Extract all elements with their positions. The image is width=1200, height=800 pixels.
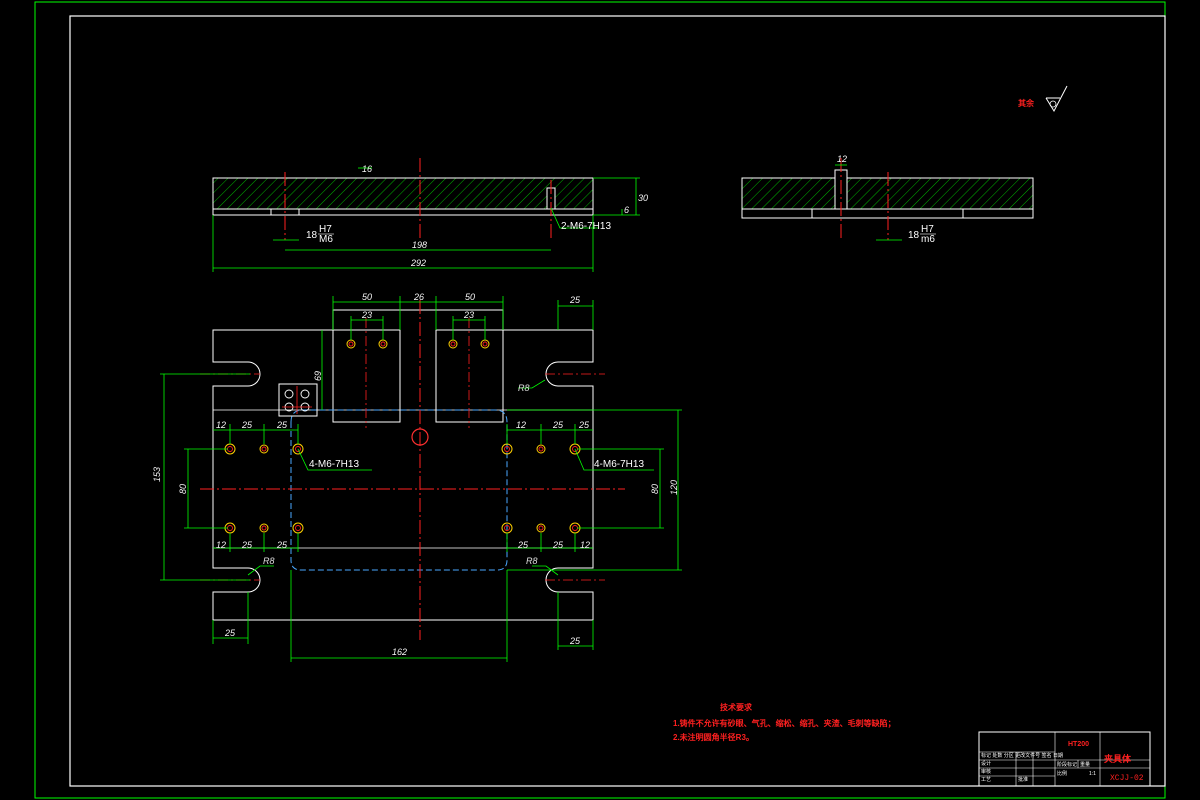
dim-25-bl1: 25 (241, 540, 253, 550)
tb-row-4: 批准 (1018, 776, 1028, 783)
roughness-symbol: 其余 (1018, 85, 1068, 113)
tb-material: HT200 (1068, 741, 1089, 748)
dim-25-tl1: 25 (241, 420, 253, 430)
notes-heading: 技术要求 (720, 702, 753, 712)
dim-12-br: 12 (580, 540, 590, 550)
dim-25-bottom-right: 25 (569, 636, 581, 646)
dim-12-bl: 12 (216, 540, 226, 550)
dim-16: 16 (362, 164, 372, 174)
dim-25-tl2: 25 (276, 420, 288, 430)
dim-r8-bottom-left: R8 (263, 556, 275, 566)
tb-drawing-number: XCJJ-02 (1110, 774, 1144, 783)
dim-292: 292 (410, 258, 426, 268)
outer-frame (34, 1, 1166, 799)
tb-row-1: 设计 (981, 760, 991, 767)
callout-2-m6: 2-M6-7H13 (561, 221, 611, 232)
dim-198: 198 (412, 240, 427, 250)
tb-row-3: 工艺 (981, 777, 991, 783)
dim-120: 120 (669, 480, 679, 495)
dim-26: 26 (413, 292, 424, 302)
dim-153: 153 (152, 467, 162, 482)
notes-line-2: 2.未注明圆角半径R3。 (673, 732, 754, 742)
fit-18-side: 18 (908, 230, 920, 241)
dim-25-br1: 25 (517, 540, 529, 550)
fit-h7-side: H7 (921, 224, 934, 235)
dim-23-right: 23 (463, 310, 474, 320)
fit-m6: M6 (319, 234, 333, 245)
tb-drawing-title: 夹具体 (1104, 753, 1132, 764)
dim-69: 69 (313, 371, 323, 381)
roughness-label: 其余 (1018, 98, 1035, 108)
tb-row-0: 标记 处数 分区 更改文件号 签名 日期 (981, 752, 1063, 759)
technical-notes: 技术要求 1.铸件不允许有砂眼、气孔、缩松、缩孔、夹渣、毛刺等缺陷； 2.未注明… (673, 702, 896, 742)
dim-12-side: 12 (837, 154, 847, 164)
dim-25-tr2: 25 (578, 420, 590, 430)
dim-50-left: 50 (362, 292, 372, 302)
tb-cell-0: 阶段标记 (1057, 761, 1077, 768)
dim-25-br2: 25 (552, 540, 564, 550)
dim-23-left: 23 (361, 310, 372, 320)
dim-r8-bottom-right: R8 (526, 556, 538, 566)
tb-row-2: 审核 (981, 768, 991, 775)
tapped-holes (224, 339, 581, 534)
dim-25-top-right: 25 (569, 295, 581, 305)
notes-line-1: 1.铸件不允许有砂眼、气孔、缩松、缩孔、夹渣、毛刺等缺陷； (673, 718, 896, 729)
fit-h7: H7 (319, 224, 332, 235)
tb-scale: 1:1 (1089, 771, 1096, 777)
callout-left: 4-M6-7H13 (309, 459, 359, 470)
dim-30: 30 (638, 193, 648, 203)
callout-right: 4-M6-7H13 (594, 459, 644, 470)
front-view: 292 198 18 H7 M6 30 6 16 2-M6-7H13 (212, 158, 648, 272)
dim-r8-top: R8 (518, 383, 530, 393)
dim-25-bottom-left: 25 (224, 628, 236, 638)
tb-cell-2: 比例 (1057, 770, 1067, 777)
plan-view: 50 26 50 23 23 25 69 R8 R8 R8 153 80 80 … (152, 292, 682, 662)
dim-162: 162 (392, 647, 407, 657)
tb-cell-1: 重量 (1080, 761, 1090, 768)
dim-12-tr: 12 (516, 420, 526, 430)
dim-12-tl: 12 (216, 420, 226, 430)
dim-6: 6 (624, 205, 629, 215)
fit-18: 18 (306, 230, 318, 241)
dim-25-tr1: 25 (552, 420, 564, 430)
inner-frame (69, 15, 1166, 787)
dim-50-right: 50 (465, 292, 475, 302)
fit-m6-side: m6 (921, 234, 935, 245)
title-block: HT200 夹具体 XCJJ-02 1:1 标记 处数 分区 更改文件号 签名 … (978, 731, 1151, 787)
dim-80-left: 80 (178, 484, 188, 494)
side-view: 12 18 H7 m6 (741, 154, 1034, 245)
dim-80-right: 80 (650, 484, 660, 494)
dim-25-bl2: 25 (276, 540, 288, 550)
